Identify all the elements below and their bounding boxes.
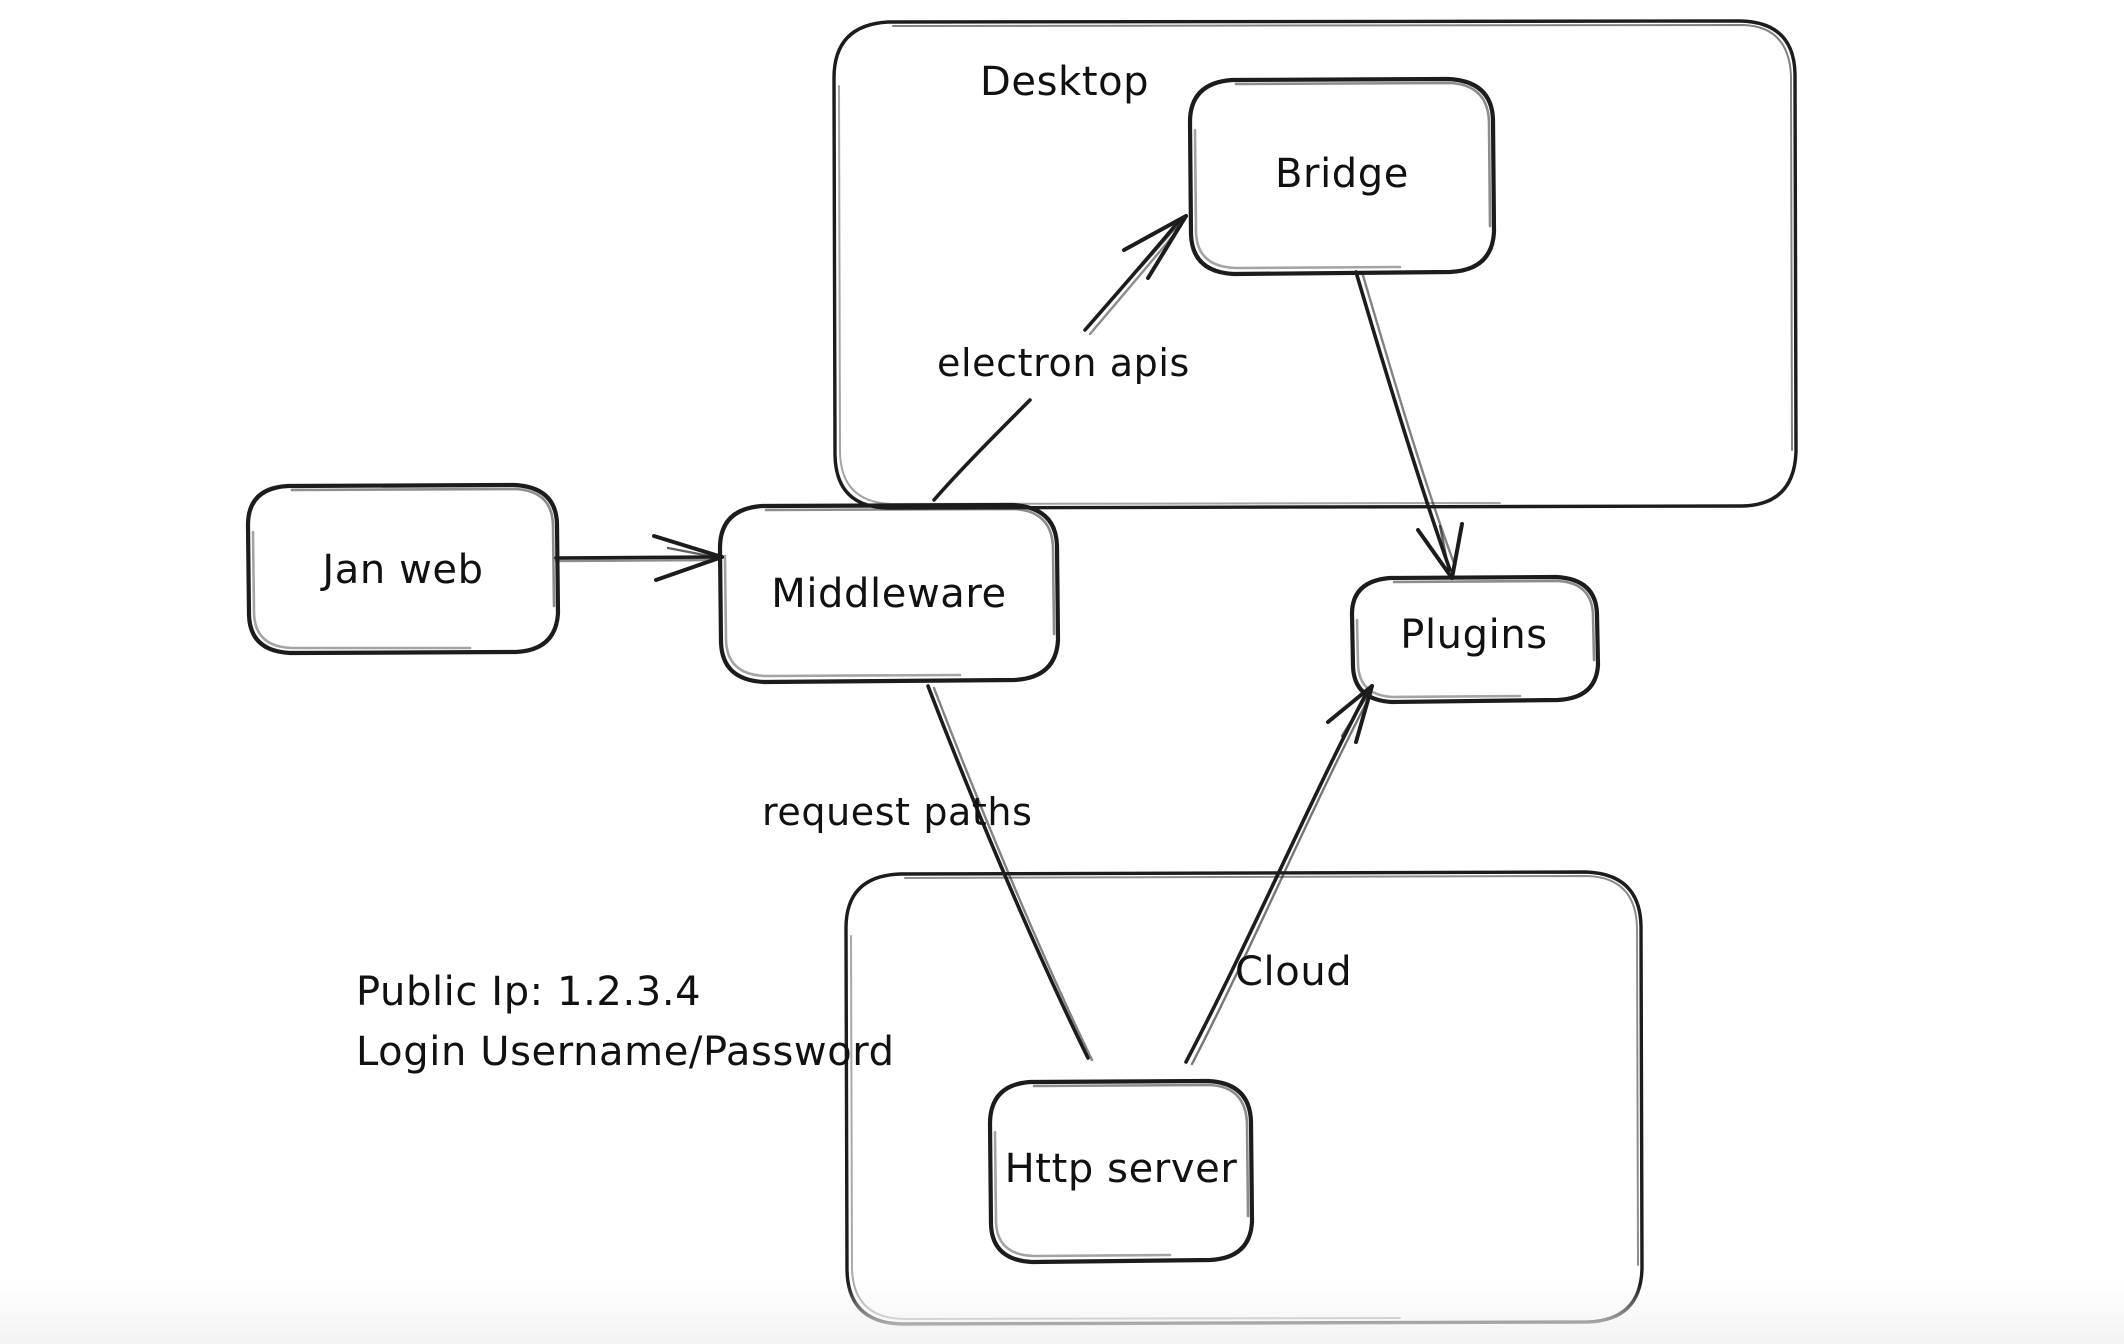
edge-janweb-middleware[interactable]: [554, 534, 724, 582]
container-label-desktop: Desktop: [980, 59, 1149, 105]
edge-middleware-bridge[interactable]: [932, 214, 1188, 502]
note-public-ip: Public Ip: 1.2.3.4: [356, 969, 701, 1015]
node-label-http-server: Http server: [1005, 1146, 1238, 1192]
node-label-plugins: Plugins: [1400, 612, 1547, 658]
edge-middleware-httpserver[interactable]: [926, 684, 1094, 1062]
node-label-jan-web: Jan web: [319, 547, 483, 593]
edge-label-request-paths: request paths: [762, 790, 1033, 834]
edge-httpserver-plugins[interactable]: [1184, 684, 1374, 1066]
node-label-middleware: Middleware: [771, 571, 1007, 617]
note-login-credentials: Login Username/Password: [356, 1029, 895, 1075]
node-bridge[interactable]: [1187, 76, 1497, 277]
node-plugins[interactable]: [1349, 574, 1601, 705]
container-label-cloud: Cloud: [1235, 949, 1352, 995]
node-jan-web[interactable]: [245, 482, 561, 656]
edge-label-electron-apis: electron apis: [937, 341, 1190, 385]
node-http-server[interactable]: [987, 1078, 1255, 1265]
node-middleware[interactable]: [717, 502, 1061, 685]
node-label-bridge: Bridge: [1275, 151, 1409, 197]
edge-bridge-plugins[interactable]: [1354, 270, 1464, 580]
